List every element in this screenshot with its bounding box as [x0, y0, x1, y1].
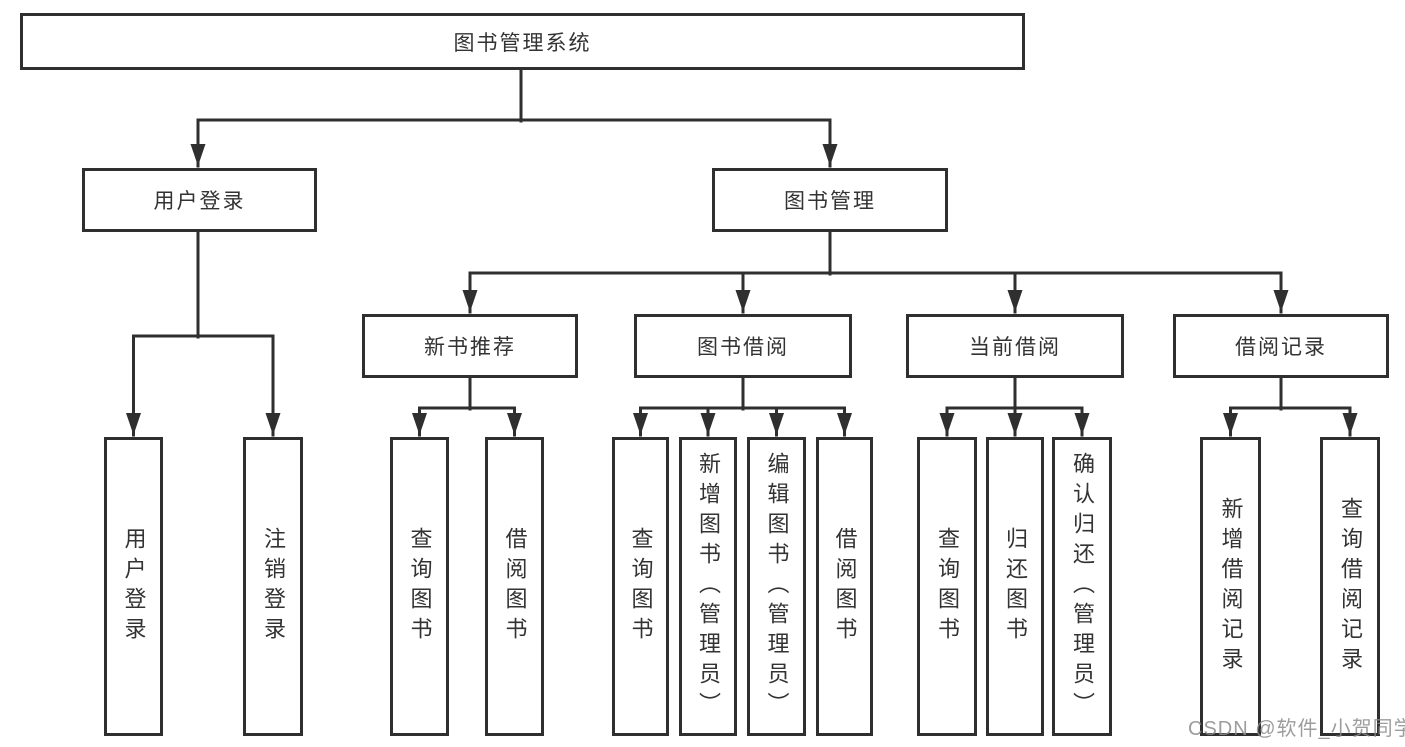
leaf-return-book: 归还图书	[986, 437, 1044, 736]
book-borrowing-connectors	[633, 376, 852, 437]
leaf-borrow-books-recommend: 借阅图书	[485, 437, 544, 736]
node-label: 查询图书	[935, 526, 960, 647]
node-label: 图书借阅	[697, 336, 789, 359]
node-book-borrowing: 图书借阅	[634, 314, 852, 378]
node-label: 查询图书	[628, 526, 654, 647]
node-user-login: 用户登录	[82, 168, 317, 232]
csdn-watermark: CSDN @软件_小贺同学	[1188, 718, 1405, 740]
node-label: 借阅记录	[1235, 336, 1327, 359]
node-label: 查询图书	[407, 526, 433, 647]
leaf-query-books-current: 查询图书	[917, 437, 977, 736]
leaf-edit-book-admin: 编辑图书（管理员）	[747, 437, 806, 736]
leaf-query-borrow-record: 查询借阅记录	[1320, 437, 1380, 736]
node-borrow-records: 借阅记录	[1173, 314, 1389, 378]
new-book-recommend-connectors	[412, 376, 522, 437]
node-label: 编辑图书（管理员）	[764, 451, 790, 722]
node-book-management: 图书管理	[712, 168, 948, 232]
node-label: 归还图书	[1003, 526, 1028, 647]
borrow-records-connectors	[1223, 376, 1358, 437]
node-label: 用户登录	[153, 190, 246, 213]
node-label: 确认归还（管理员）	[1070, 451, 1095, 722]
node-new-book-recommend: 新书推荐	[362, 314, 578, 378]
node-label: 图书管理系统	[453, 31, 592, 55]
node-label: 借阅图书	[502, 526, 528, 647]
leaf-query-books-borrowing: 查询图书	[612, 437, 669, 736]
node-label: 当前借阅	[969, 336, 1061, 359]
node-label: 新增借阅记录	[1218, 496, 1244, 677]
node-label: 图书管理	[784, 190, 876, 213]
node-label: 用户登录	[121, 526, 147, 647]
node-label: 新书推荐	[424, 336, 516, 359]
root-connectors	[190, 67, 838, 168]
leaf-add-borrow-record: 新增借阅记录	[1200, 437, 1261, 736]
current-borrowing-connectors	[939, 376, 1090, 437]
node-label: 注销登录	[261, 526, 286, 647]
node-label: 查询借阅记录	[1338, 496, 1363, 677]
user-login-connectors	[126, 230, 281, 437]
leaf-borrow-books-borrowing: 借阅图书	[816, 437, 873, 736]
leaf-confirm-return-admin: 确认归还（管理员）	[1052, 437, 1112, 736]
leaf-query-books-recommend: 查询图书	[390, 437, 449, 736]
node-library-management-system: 图书管理系统	[20, 13, 1025, 70]
node-label: 借阅图书	[832, 526, 858, 647]
book-management-connectors	[462, 230, 1289, 314]
leaf-add-book-admin: 新增图书（管理员）	[679, 437, 737, 736]
leaf-logout-login: 注销登录	[243, 437, 303, 736]
leaf-user-login: 用户登录	[104, 437, 163, 736]
node-current-borrowing: 当前借阅	[906, 314, 1124, 378]
node-label: 新增图书（管理员）	[696, 451, 721, 722]
